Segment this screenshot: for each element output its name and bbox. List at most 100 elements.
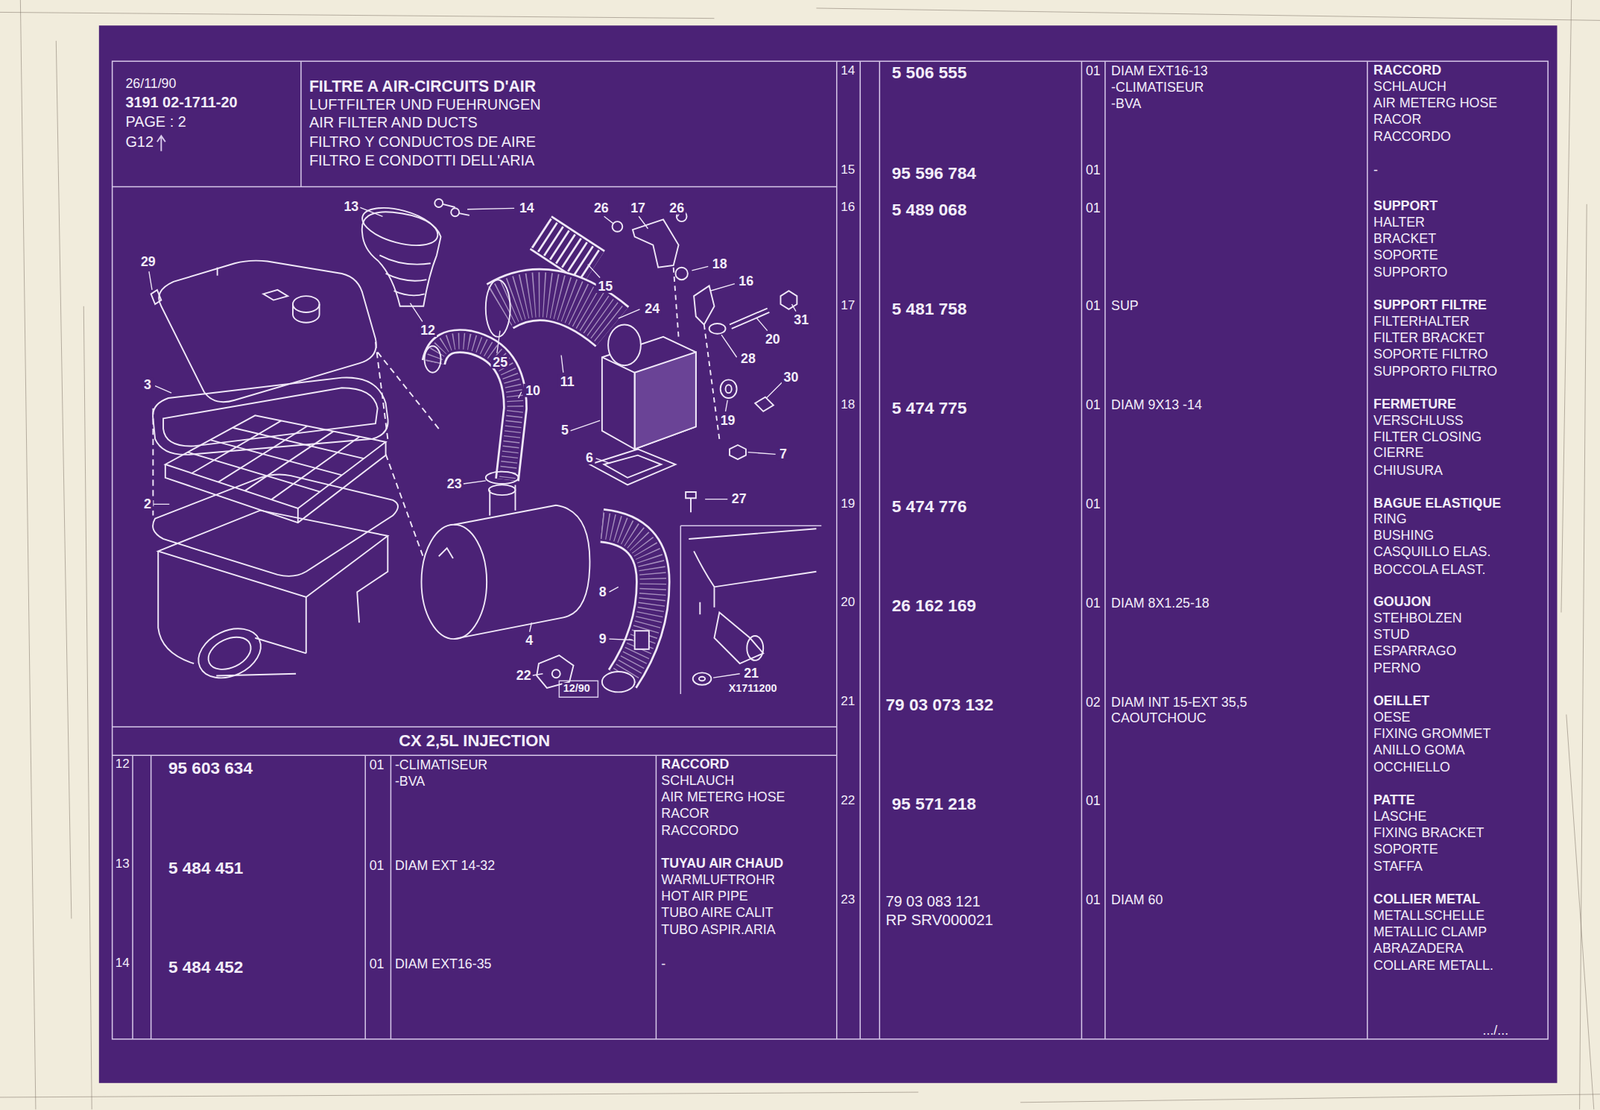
callout-number: 18 [710, 257, 729, 271]
row-number: 22 [840, 793, 855, 807]
table-cell: METALLIC CLAMP [1373, 924, 1487, 939]
table-cell: -BVA [394, 775, 425, 789]
part-name: COLLIER METAL [1373, 892, 1481, 906]
part-name: RACCORD [661, 757, 729, 771]
table-cell: -CLIMATISEUR [394, 757, 488, 772]
table-cell: 01 [1085, 497, 1101, 511]
row-number: 23 [840, 892, 855, 906]
table-cell: CAOUTCHOUC [1111, 711, 1207, 726]
table-cell: DIAM EXT 14-32 [394, 858, 495, 872]
table-cell: SUPPORTO FILTRO [1373, 363, 1498, 378]
table-cell: FILTER CLOSING [1373, 429, 1482, 444]
table-cell: AIR METERG HOSE [1373, 96, 1498, 110]
row-number: 13 [115, 857, 130, 870]
header-text: AIR FILTER AND DUCTS [309, 115, 478, 131]
header-text: PAGE : 2 [125, 114, 186, 129]
callout-number: 3 [141, 377, 153, 392]
callout-number: 6 [583, 450, 595, 465]
callout-number: 21 [741, 666, 761, 680]
table-cell: .../... [1482, 1023, 1510, 1037]
header-text: LUFTFILTER UND FUEHRUNGEN [309, 96, 542, 112]
table-cell: DIAM 8X1.25-18 [1111, 596, 1210, 610]
part-name: TUYAU AIR CHAUD [661, 856, 784, 870]
table-cell: ESPARRAGO [1373, 644, 1457, 659]
table-cell: CASQUILLO ELAS. [1373, 545, 1491, 559]
table-cell: 01 [1085, 397, 1101, 412]
table-cell: DIAM 9X13 -14 [1111, 397, 1203, 412]
table-cell: OCCHIELLO [1373, 760, 1451, 774]
callout-number: 13 [342, 199, 361, 214]
callout-number: 15 [596, 279, 615, 293]
part-name: PATTE [1373, 792, 1416, 807]
header-text: FILTRO Y CONDUCTOS DE AIRE [309, 134, 536, 150]
table-cell: HOT AIR PIPE [661, 889, 748, 903]
part-number: 95 571 218 [892, 795, 977, 813]
table-cell: RACOR [661, 806, 709, 820]
table-cell: BRACKET [1373, 231, 1437, 246]
part-name: SUPPORT [1373, 198, 1438, 213]
table-cell: RING [1373, 511, 1407, 526]
row-number: 19 [840, 497, 855, 510]
table-cell: SCHLAUCH [1373, 79, 1447, 94]
part-number: 5 484 452 [168, 958, 244, 976]
header-text: 26/11/90 [125, 76, 176, 91]
row-number: 20 [840, 596, 855, 609]
header-text: G12 [125, 134, 154, 150]
part-number: 79 03 073 132 [886, 696, 994, 714]
table-cell: OESE [1373, 710, 1410, 724]
part-number: 79 03 083 121 [886, 893, 981, 909]
table-cell: 01 [1085, 298, 1101, 313]
callout-number: 28 [738, 351, 758, 366]
table-grid [112, 61, 1549, 1039]
part-number: 95 603 634 [168, 759, 253, 777]
table-cell: LASCHE [1373, 809, 1427, 823]
table-cell: DIAM 60 [1111, 892, 1163, 907]
callout-number: 26 [591, 201, 611, 215]
callout-number: 25 [491, 355, 510, 369]
table-cell: - [661, 956, 666, 971]
row-number: 12 [115, 757, 130, 770]
table-cell: TUBO ASPIR.ARIA [661, 921, 776, 936]
row-number: 14 [115, 956, 130, 969]
table-cell: FIXING BRACKET [1373, 825, 1484, 840]
part-name: OEILLET [1373, 693, 1430, 708]
table-cell: BOCCOLA ELAST. [1373, 561, 1486, 576]
callout-number: 19 [718, 413, 738, 428]
table-cell: CHIUSURA [1373, 462, 1443, 477]
callout-number: 23 [444, 476, 464, 490]
table-cell: RACOR [1373, 112, 1422, 126]
table-cell: DIAM EXT16-13 [1111, 64, 1209, 78]
table-cell: STEHBOLZEN [1373, 611, 1463, 625]
callout-number: 26 [666, 201, 686, 215]
table-cell: 01 [369, 757, 385, 772]
callout-number: 12 [418, 323, 437, 337]
header-text: FILTRO E CONDOTTI DELL'ARIA [309, 152, 535, 168]
callout-number: 29 [138, 254, 158, 269]
table-cell: AIR METERG HOSE [661, 789, 785, 804]
table-cell: 02 [1085, 694, 1101, 708]
table-cell: 01 [1085, 892, 1101, 907]
table-cell: 01 [369, 956, 385, 971]
section-band: CX 2,5L INJECTION [112, 726, 837, 755]
callout-number: 10 [523, 383, 542, 398]
table-cell: -BVA [1111, 97, 1141, 112]
row-number: 17 [840, 298, 855, 312]
callout-number: 5 [558, 423, 571, 437]
table-cell: 01 [1085, 163, 1101, 177]
callout-number: 30 [781, 370, 801, 384]
table-cell: CIERRE [1373, 446, 1424, 460]
part-number: 5 489 068 [892, 201, 968, 219]
table-cell: STAFFA [1373, 858, 1423, 872]
table-cell: PERNO [1373, 661, 1421, 675]
table-cell: HALTER [1373, 215, 1425, 229]
table-cell: SOPORTE FILTRO [1373, 347, 1489, 361]
header-text: 3191 02-1711-20 [125, 94, 237, 110]
table-cell: SUP [1111, 298, 1139, 313]
table-cell: ANILLO GOMA [1373, 742, 1466, 757]
callout-number: 2 [141, 497, 153, 511]
callout-number: 8 [596, 585, 609, 599]
part-number: 5 474 775 [892, 398, 968, 416]
